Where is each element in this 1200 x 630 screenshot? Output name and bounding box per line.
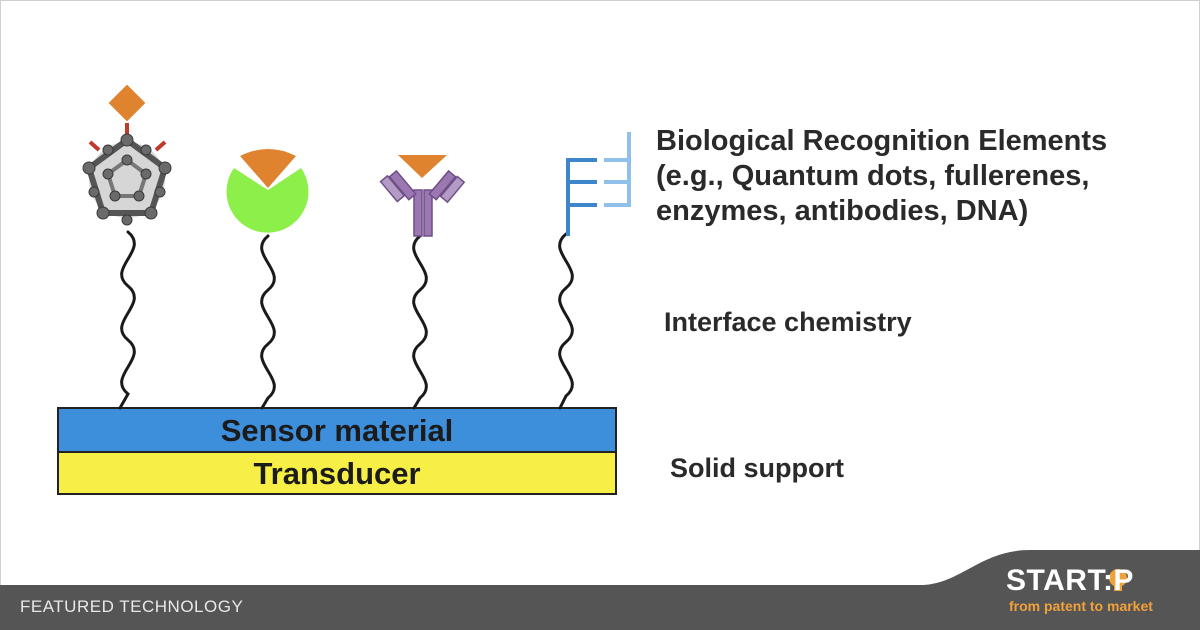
sensor-material-label: Sensor material [220,413,454,448]
recognition-line-1: Biological Recognition Elements [656,125,1108,157]
linker-3 [412,234,428,410]
dna-strand-icon [566,132,631,236]
featured-technology-label: FEATURED TECHNOLOGY [20,597,244,616]
recognition-line-3: enzymes, antibodies, DNA) [656,195,1029,227]
recognition-elements-label: Biological Recognition Elements (e.g., Q… [656,124,1176,229]
enzyme-icon [226,149,309,233]
sensor-material-layer [57,407,617,453]
footer-band [0,550,1200,630]
brand-tagline: from patent to market [1009,598,1153,614]
antibody-icon [379,155,466,237]
transducer-label: Transducer [253,456,421,491]
lightbulb-icon [1109,569,1127,591]
transducer-layer [57,451,617,495]
interface-chemistry-label: Interface chemistry [664,307,912,337]
solid-support-label: Solid support [670,453,844,483]
recognition-line-2: (e.g., Quantum dots, fullerenes, [656,160,1090,192]
brand-logo-text[interactable]: START:P [1006,564,1134,597]
fullerene-icon [82,84,172,226]
linker-1 [118,230,136,410]
linker-2 [260,234,276,410]
linker-4 [558,232,574,410]
